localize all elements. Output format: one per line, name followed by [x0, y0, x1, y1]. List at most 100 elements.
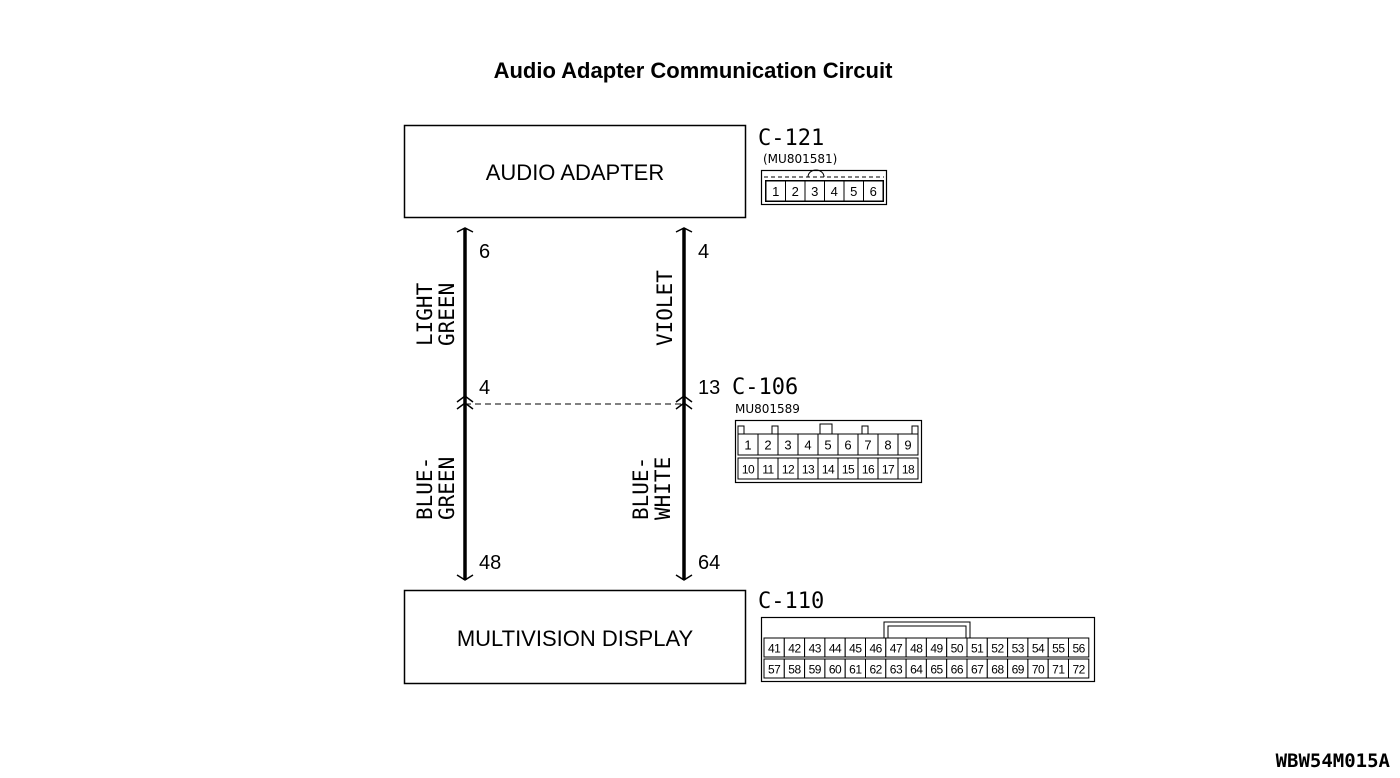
pin-cell-label: 16 [862, 463, 875, 477]
pin-cell-label: 62 [869, 663, 882, 677]
pin-cell: 55 [1047, 637, 1069, 658]
pin-cell: 5 [843, 180, 864, 202]
pin-cell: 60 [824, 658, 846, 679]
pin-cell-label: 64 [910, 663, 923, 677]
pin-cell: 53 [1007, 637, 1029, 658]
pin-cell: 11 [757, 457, 779, 480]
pin-cell-label: 12 [782, 463, 795, 477]
pin-cell-label: 67 [971, 663, 984, 677]
pin-cell: 13 [797, 457, 819, 480]
pin-cell: 62 [865, 658, 887, 679]
pin-cell: 2 [757, 433, 779, 456]
pin-cell: 3 [804, 180, 825, 202]
pin-cell-label: 60 [829, 663, 842, 677]
pin-cell: 58 [783, 658, 806, 679]
pin-cell: 65 [925, 658, 948, 679]
pin-cell: 3 [777, 433, 799, 456]
wire-color-line: VIOLET [653, 270, 677, 346]
pin-cell: 61 [844, 658, 867, 679]
right-bottom-pin: 64 [698, 552, 720, 574]
pin-cell: 56 [1068, 637, 1090, 658]
pin-cell: 49 [925, 637, 948, 658]
pin-cell: 70 [1027, 658, 1049, 679]
pin-cell-label: 58 [788, 663, 801, 677]
pin-cell: 5 [817, 433, 839, 456]
left-mid-pin: 4 [479, 377, 490, 399]
connector-c121-id: C-121 [758, 126, 824, 151]
pin-cell-label: 61 [849, 663, 862, 677]
pin-cell-label: 9 [904, 438, 911, 453]
pin-cell-label: 3 [784, 438, 791, 453]
pin-cell: 46 [865, 637, 887, 658]
pin-cell-label: 65 [930, 663, 943, 677]
pin-cell: 10 [737, 457, 759, 480]
pin-cell-label: 13 [802, 463, 815, 477]
pin-cell-label: 45 [849, 642, 862, 656]
pin-cell-label: 52 [991, 642, 1004, 656]
wire-color-line: BLUE- [629, 457, 653, 520]
pin-cell: 2 [785, 180, 806, 202]
pin-cell: 69 [1007, 658, 1029, 679]
pin-cell: 12 [777, 457, 799, 480]
connector-c110-id: C-110 [758, 589, 824, 614]
pin-cell: 1 [737, 433, 759, 456]
pin-cell-label: 49 [930, 642, 943, 656]
right-wire [675, 227, 693, 581]
pin-cell: 51 [966, 637, 988, 658]
pin-cell: 17 [877, 457, 899, 480]
pin-cell-label: 63 [890, 663, 903, 677]
pin-cell-label: 57 [768, 663, 781, 677]
audio-adapter-label: AUDIO ADAPTER [486, 160, 664, 185]
pin-cell-label: 41 [768, 642, 781, 656]
pin-cell-label: 42 [788, 642, 801, 656]
pin-cell: 41 [763, 637, 785, 658]
connector-c121-part: (MU801581) [763, 152, 837, 166]
right-mid-pin: 13 [698, 377, 720, 399]
pin-cell-label: 59 [809, 663, 822, 677]
pin-cell: 59 [804, 658, 826, 679]
pin-cell: 6 [837, 433, 859, 456]
pin-cell-label: 70 [1032, 663, 1045, 677]
audio-adapter-component: AUDIO ADAPTER [403, 124, 747, 219]
pin-cell-label: 44 [829, 642, 842, 656]
pin-cell-label: 43 [809, 642, 822, 656]
pin-cell-label: 72 [1072, 663, 1085, 677]
pin-cell: 45 [844, 637, 867, 658]
pin-cell-label: 14 [822, 463, 835, 477]
pin-cell-label: 18 [902, 463, 915, 477]
pin-cell: 7 [857, 433, 879, 456]
figure-code: WBW54M015A [1276, 750, 1391, 772]
pin-cell-label: 68 [991, 663, 1004, 677]
pin-cell: 57 [763, 658, 785, 679]
pin-cell-label: 5 [850, 184, 857, 199]
pin-cell: 4 [797, 433, 819, 456]
pin-cell: 6 [863, 180, 884, 202]
pin-cell-label: 71 [1052, 663, 1065, 677]
pin-cell-label: 4 [804, 438, 811, 453]
pin-cell: 52 [986, 637, 1009, 658]
pin-cell-label: 48 [910, 642, 923, 656]
left-bottom-pin: 48 [479, 552, 501, 574]
pin-cell: 14 [817, 457, 839, 480]
right-lower-wire-color: BLUE- WHITE [629, 457, 675, 520]
pin-cell-label: 53 [1012, 642, 1025, 656]
wire-color-line: WHITE [651, 457, 675, 520]
pin-cell-label: 51 [971, 642, 984, 656]
right-top-pin: 4 [698, 241, 709, 263]
multivision-display-label: MULTIVISION DISPLAY [457, 626, 694, 651]
connector-c106-part: MU801589 [735, 402, 800, 416]
pin-cell: 54 [1027, 637, 1049, 658]
pin-cell: 68 [986, 658, 1009, 679]
wire-color-line: GREEN [435, 457, 459, 520]
pin-cell: 64 [905, 658, 927, 679]
pin-cell-label: 47 [890, 642, 903, 656]
connector-c106-id: C-106 [732, 375, 798, 400]
pin-cell: 71 [1047, 658, 1069, 679]
pin-cell-label: 69 [1012, 663, 1025, 677]
pin-cell: 15 [837, 457, 859, 480]
